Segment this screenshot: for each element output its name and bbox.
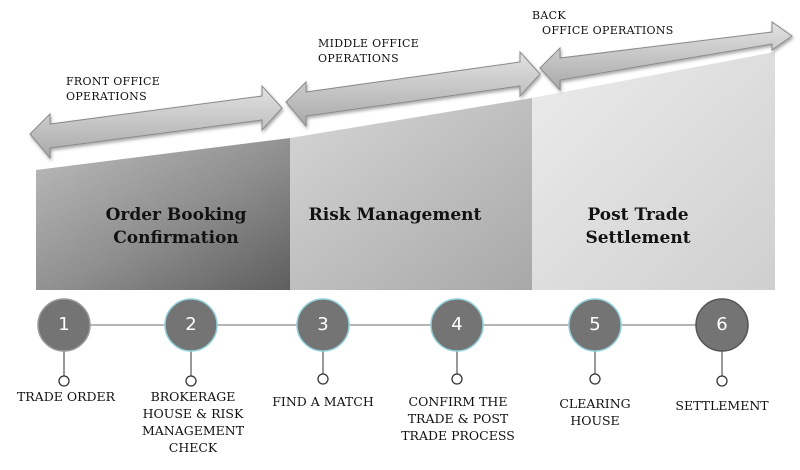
arrow-back-office [539,21,793,92]
step-connector-dot [317,373,329,385]
step-circle [37,298,91,352]
step-number-5: 5 [589,314,601,335]
step-label-line: SETTLEMENT [675,398,769,413]
step-label-1: TRADE ORDER [4,389,128,406]
step-label-line: TRADE & POST [407,410,509,426]
back-office-label-line2: OFFICE OPERATIONS [542,24,674,38]
front-office-label-line2: OPERATIONS [66,90,147,104]
step-label-line: TRADE ORDER [16,389,116,404]
step-circle [296,298,350,352]
step-label-line: MANAGEMENT [141,422,245,438]
panel-title-line1: Risk Management [308,205,482,225]
step-connector-dot [589,373,601,385]
panel-middle-office [290,98,532,290]
step-label-line: FIND A MATCH [272,394,374,409]
front-office-label: FRONT OFFICE OPERATIONS [66,74,160,105]
step-number-2: 2 [185,314,197,335]
back-office-label: BACK OFFICE OPERATIONS [532,8,674,39]
step-node-4 [430,298,484,385]
step-label-line: HOUSE & RISK [142,405,244,421]
step-circle [164,298,218,352]
step-node-6 [695,298,749,387]
step-label-4: CONFIRM THE TRADE & POST TRADE PROCESS [392,394,524,445]
panel-title-risk-management: Risk Management [300,204,490,227]
step-connector-dot [58,375,70,387]
step-label-line: BROKERAGE [150,389,236,404]
step-label-line: CONFIRM THE [408,394,508,409]
step-label-line: CLEARING [559,396,631,411]
middle-office-label: MIDDLE OFFICE OPERATIONS [318,36,419,67]
step-label-3: FIND A MATCH [261,394,385,411]
step-label-5: CLEARING HOUSE [535,396,655,430]
step-number-1: 1 [58,314,70,335]
arrow-front-office [29,84,283,160]
panel-back-office [532,52,775,290]
middle-office-label-line1: MIDDLE OFFICE [318,37,420,50]
arrow-middle-office [285,50,541,128]
step-label-line: CHECK [168,439,218,455]
panel-front-office [36,138,290,290]
step-connector-dot [716,375,728,387]
panel-title-line2: Confirmation [113,227,239,248]
step-node-1 [37,298,91,387]
step-connector-dot [185,375,197,387]
step-label-2: BROKERAGE HOUSE & RISK MANAGEMENT CHECK [131,389,255,457]
step-circle [568,298,622,352]
back-office-label-line1: BACK [532,9,566,22]
step-label-line: HOUSE [570,412,620,428]
step-label-line: TRADE PROCESS [401,427,515,443]
front-office-label-line1: FRONT OFFICE [66,75,161,88]
panel-title-line1: Post Trade [587,205,689,225]
panel-title-line2: Settlement [585,227,691,248]
step-node-5 [568,298,622,385]
panel-title-post-trade: Post Trade Settlement [548,204,728,250]
step-node-2 [164,298,218,387]
panel-title-order-booking: Order Booking Confirmation [86,204,266,250]
middle-office-label-line2: OPERATIONS [318,52,399,66]
step-circle [695,298,749,352]
step-connector-dot [451,373,463,385]
step-number-3: 3 [317,314,329,335]
step-label-6: SETTLEMENT [662,398,782,415]
panel-title-line1: Order Booking [105,205,247,225]
step-number-6: 6 [716,314,728,335]
step-circle [430,298,484,352]
step-number-4: 4 [451,314,463,335]
step-node-3 [296,298,350,385]
